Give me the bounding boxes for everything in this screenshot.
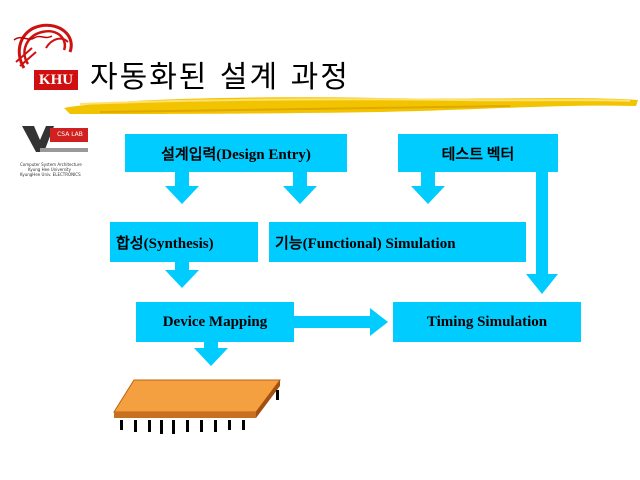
arrow-synthesis-to-mapping bbox=[165, 262, 199, 288]
test-vector-box: 테스트 벡터 bbox=[398, 134, 558, 172]
functional-simulation-box: 기능(Functional) Simulation bbox=[269, 222, 526, 262]
synthesis-box: 합성(Synthesis) bbox=[110, 222, 258, 262]
lab-line-3: KyungHee Univ. ELECTRONICS bbox=[20, 172, 81, 177]
arrow-mapping-to-chip bbox=[194, 342, 228, 366]
arrow-vector-to-timing bbox=[526, 172, 558, 294]
lab-badge: CSA LAB bbox=[57, 131, 83, 138]
slide-title: 자동화된 설계 과정 bbox=[90, 60, 350, 95]
logo-text: KHU bbox=[38, 72, 74, 88]
arrow-entry-to-functional bbox=[283, 172, 317, 204]
lab-line-1: Computer System Architecture bbox=[20, 162, 82, 167]
arrow-mapping-to-timing bbox=[294, 308, 388, 336]
title-underline-brush bbox=[60, 92, 640, 118]
timing-simulation-box: Timing Simulation bbox=[393, 302, 581, 342]
device-mapping-box: Device Mapping bbox=[136, 302, 294, 342]
arrow-vector-to-functional bbox=[411, 172, 445, 204]
lab-line-2: Kyung Hee University bbox=[28, 167, 71, 172]
lab-logo: CSA LAB Computer System Architecture Kyu… bbox=[20, 124, 90, 180]
design-entry-box: 설계입력(Design Entry) bbox=[125, 134, 347, 172]
khu-logo: KHU bbox=[6, 18, 82, 94]
arrow-entry-to-synthesis bbox=[165, 172, 199, 204]
chip-illustration bbox=[110, 378, 286, 438]
